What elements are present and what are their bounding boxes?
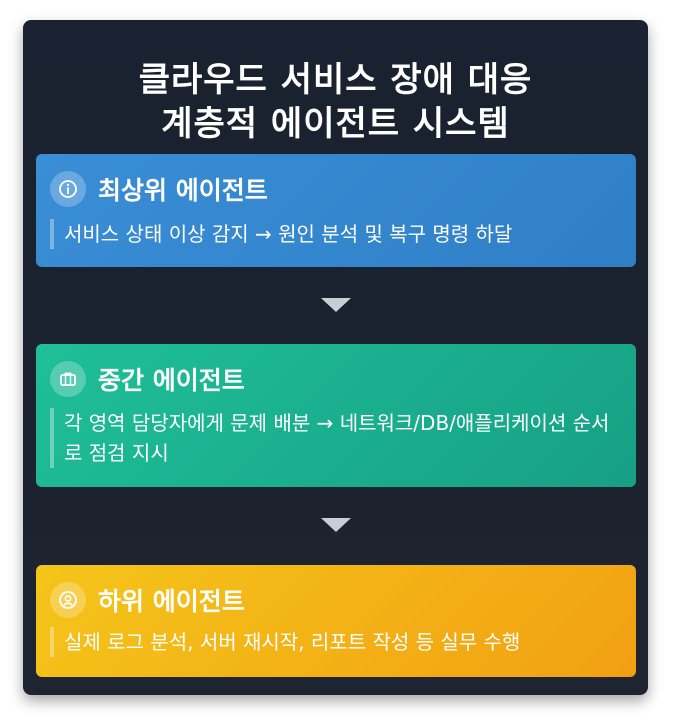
lower-level-header: 하위 에이전트: [50, 579, 245, 621]
briefcase-icon: [50, 361, 86, 397]
down-arrow-icon: [321, 518, 351, 532]
middle-level-header: 중간 에이전트: [50, 358, 245, 400]
top-level-description: 서비스 상태 이상 감지 → 원인 분석 및 복구 명령 하달: [50, 219, 618, 249]
lower-level-agent-box: 하위 에이전트 실제 로그 분석, 서버 재시작, 리포트 작성 등 실무 수행: [36, 565, 636, 677]
down-arrow-icon: [321, 298, 351, 312]
top-level-title: 최상위 에이전트: [98, 176, 268, 205]
top-level-agent-box: 최상위 에이전트 서비스 상태 이상 감지 → 원인 분석 및 복구 명령 하달: [36, 154, 636, 267]
lower-level-description: 실제 로그 분석, 서버 재시작, 리포트 작성 등 실무 수행: [50, 627, 618, 657]
user-circle-icon: [50, 582, 86, 618]
info-circle-icon: [50, 171, 86, 207]
middle-level-agent-box: 중간 에이전트 각 영역 담당자에게 문제 배분 → 네트워크/DB/애플리케이…: [36, 344, 636, 487]
diagram-card: 클라우드 서비스 장애 대응 계층적 에이전트 시스템 최상위 에이전트 서비스…: [23, 20, 648, 695]
title-line-2: 계층적 에이전트 시스템: [161, 104, 510, 144]
diagram-title: 클라우드 서비스 장애 대응 계층적 에이전트 시스템: [23, 58, 648, 146]
title-line-1: 클라우드 서비스 장애 대응: [138, 60, 533, 100]
lower-level-title: 하위 에이전트: [98, 587, 245, 616]
top-level-header: 최상위 에이전트: [50, 168, 268, 210]
middle-level-title: 중간 에이전트: [98, 366, 245, 395]
middle-level-description: 각 영역 담당자에게 문제 배분 → 네트워크/DB/애플리케이션 순서로 점검…: [50, 408, 618, 468]
